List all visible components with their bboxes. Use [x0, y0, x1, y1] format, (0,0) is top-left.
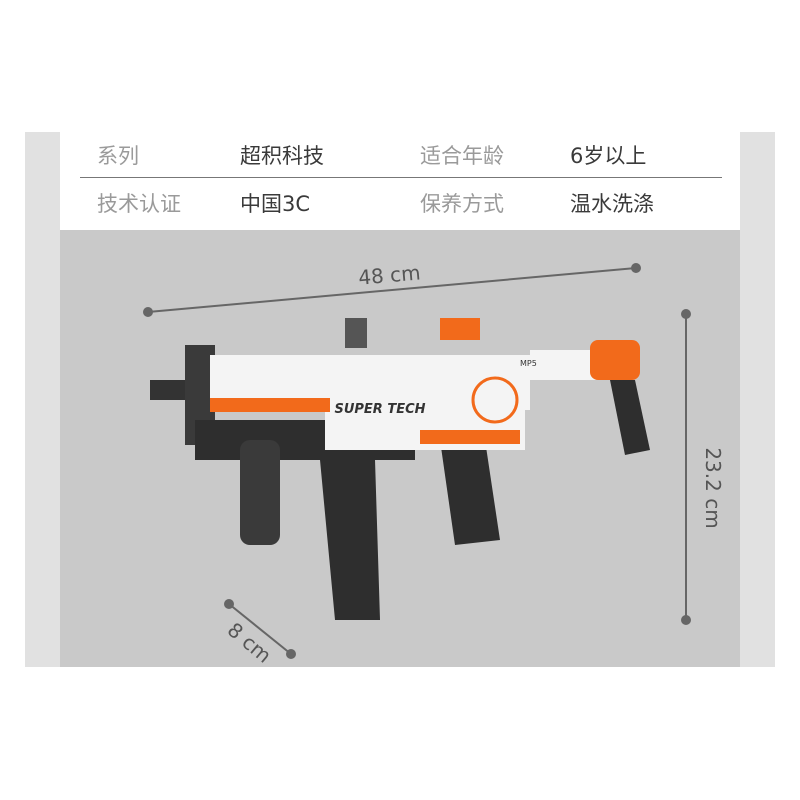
spec-table: 系列 超积科技 适合年龄 6岁以上 技术认证 中国3C 保养方式 温水洗涤	[60, 132, 740, 230]
toy-gun: SUPER TECH MP5	[150, 318, 650, 620]
spec-label-care: 保养方式	[420, 192, 504, 216]
spec-value-age: 6岁以上	[570, 144, 647, 168]
magazine	[320, 460, 380, 620]
length-label: 48 cm	[357, 260, 421, 289]
brand-logo: SUPER TECH	[334, 402, 425, 417]
model-mark: MP5	[520, 359, 537, 368]
stock	[610, 380, 650, 455]
spec-label-certification: 技术认证	[97, 192, 181, 216]
rear-grip	[440, 440, 500, 545]
length-dimension	[143, 263, 641, 317]
width-label: 8 cm	[223, 618, 276, 668]
height-label: 23.2 cm	[701, 447, 725, 528]
emblem	[471, 376, 519, 424]
height-dimension	[681, 309, 691, 625]
spec-value-certification: 中国3C	[240, 192, 311, 216]
spec-value-series: 超积科技	[240, 144, 324, 168]
table-divider	[80, 177, 722, 178]
width-dimension	[224, 599, 296, 659]
spec-value-care: 温水洗涤	[570, 192, 654, 216]
spec-label-age: 适合年龄	[420, 144, 504, 168]
spec-label-series: 系列	[97, 144, 139, 168]
front-grip	[240, 440, 280, 545]
